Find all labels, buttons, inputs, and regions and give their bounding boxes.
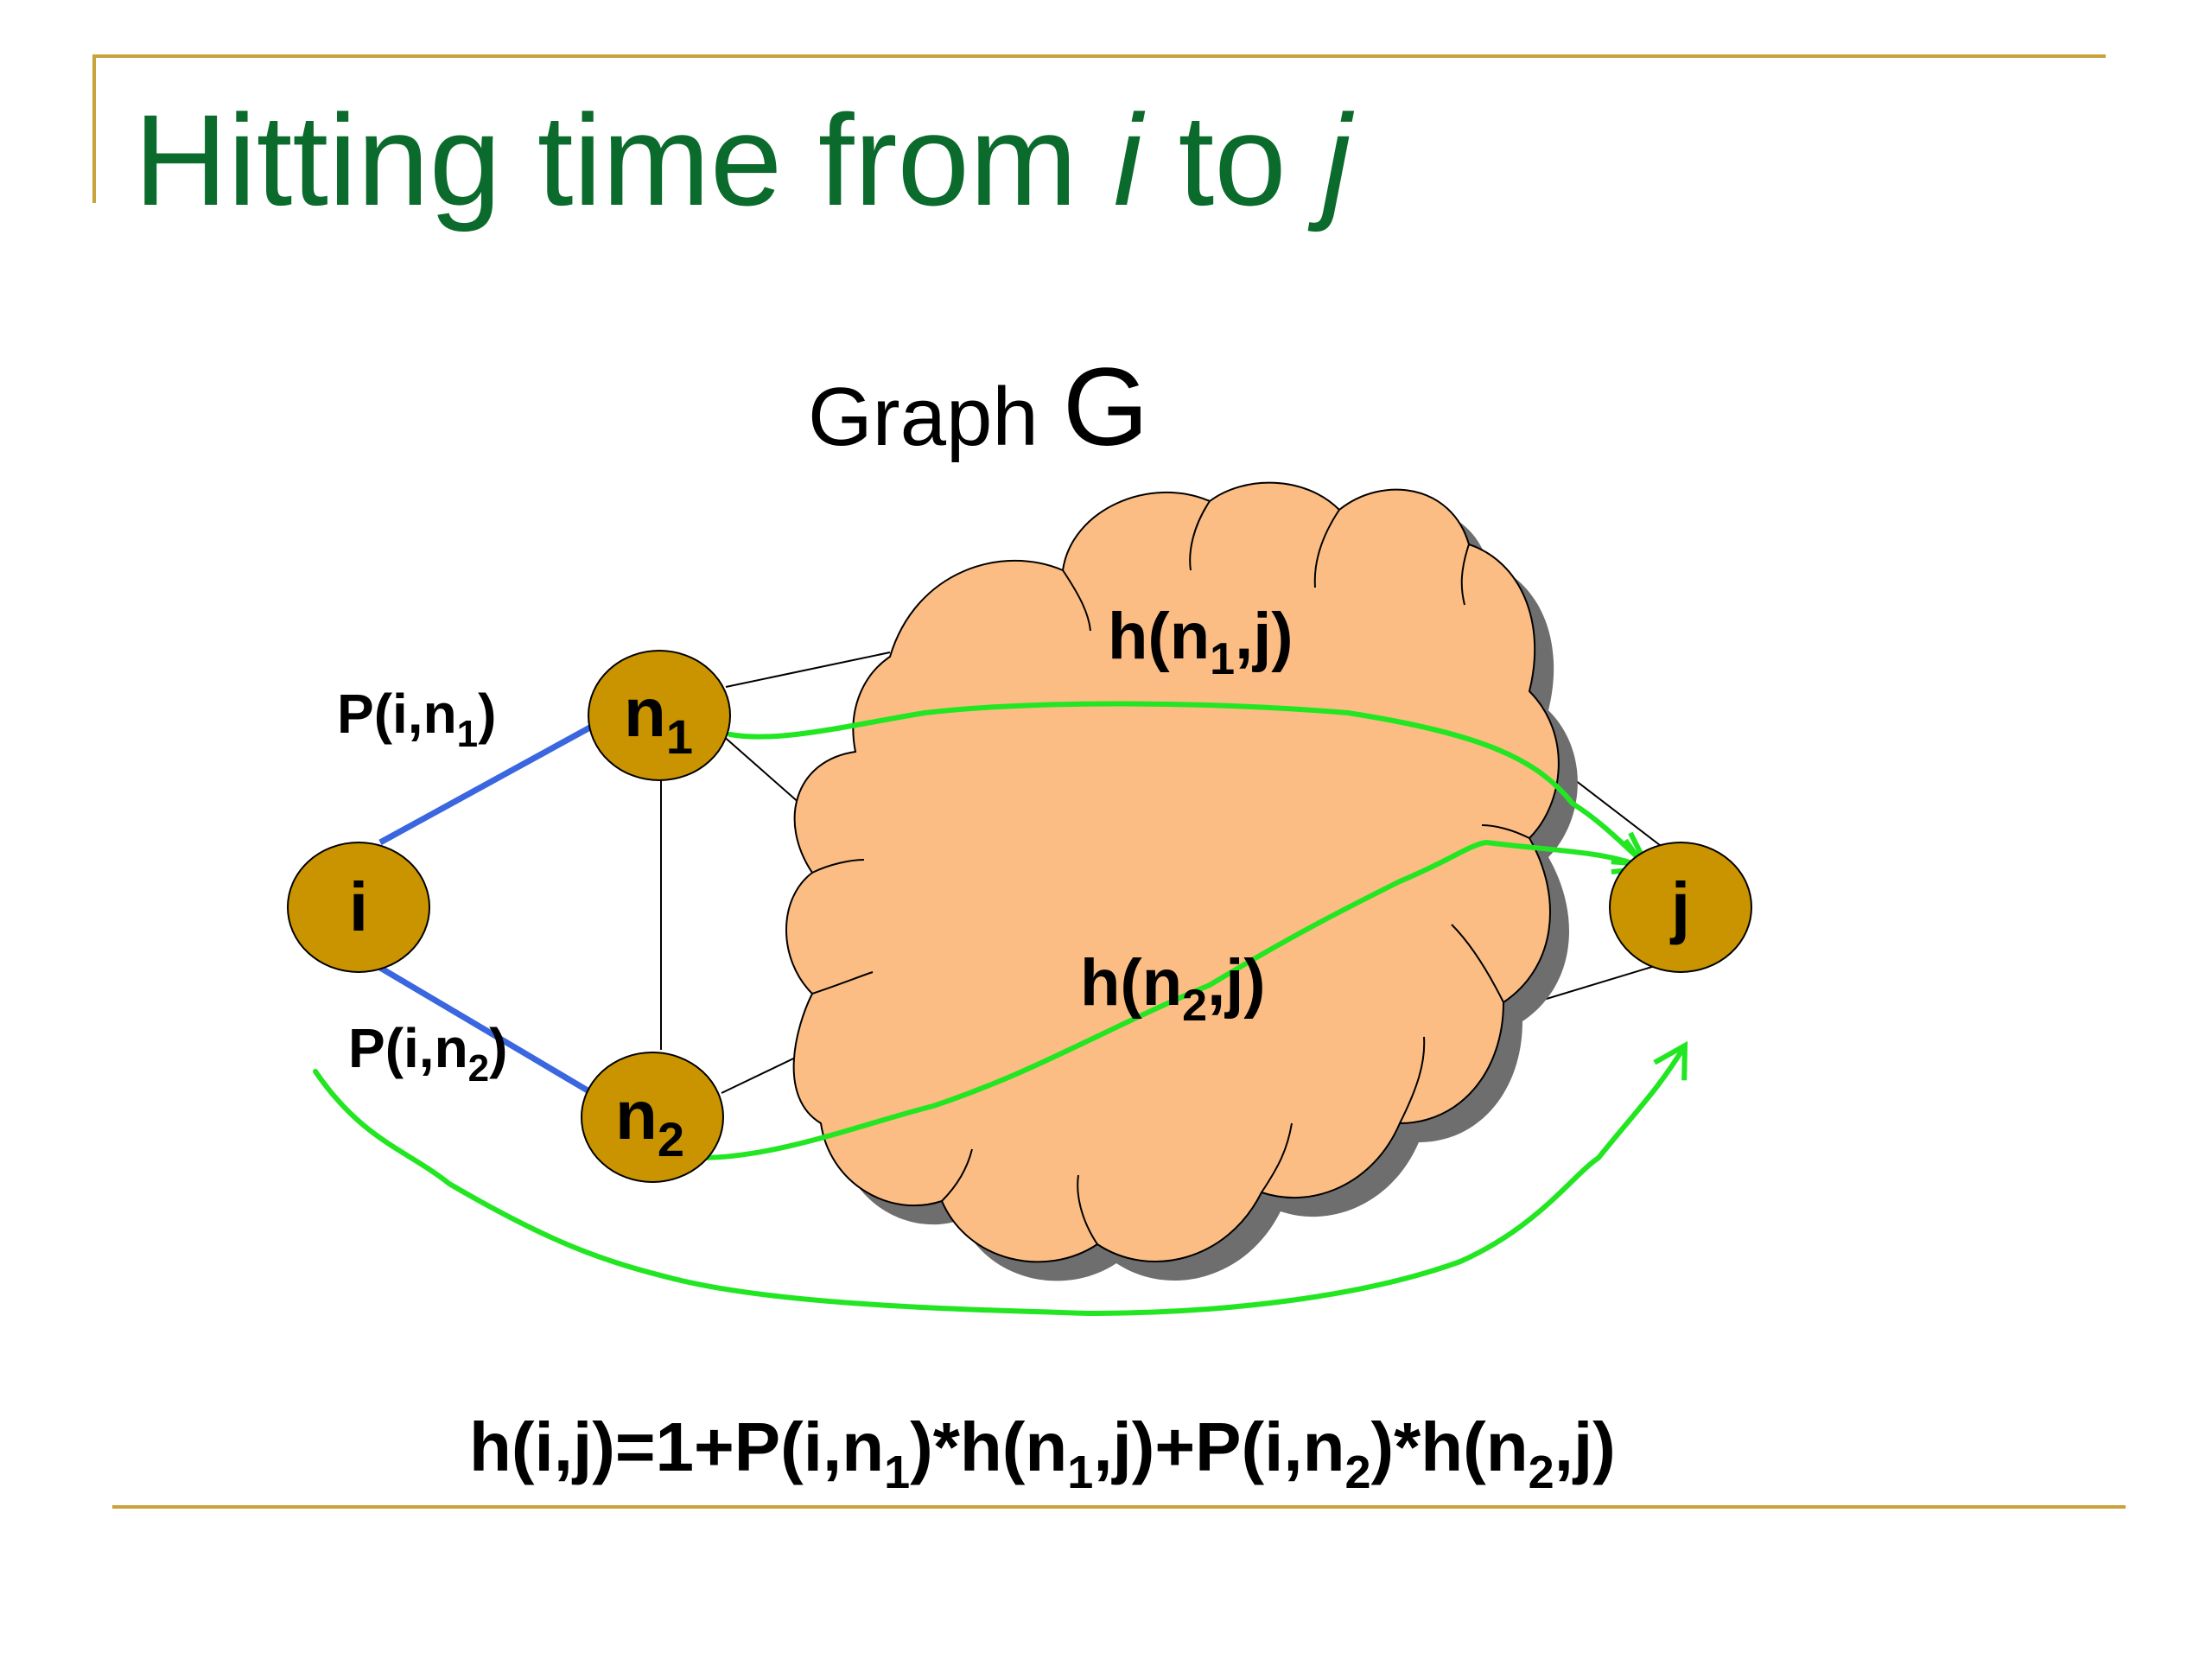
- path-i-j-direct: [313, 1040, 1688, 1317]
- label-h-n1-j: h(n1,j): [1108, 600, 1294, 684]
- edge-blue-group: [378, 721, 598, 1094]
- label-p-i-n2: P(i,n2): [348, 1017, 507, 1090]
- edge-i-n1: [378, 721, 598, 846]
- edge-n1-cloud-top: [725, 652, 891, 688]
- node-n2-label: n2: [615, 1077, 684, 1166]
- cloud-bump-lines: [811, 500, 1530, 1245]
- label-h-n2-j: h(n2,j): [1080, 946, 1266, 1031]
- title-var-i: i: [1113, 87, 1142, 232]
- graph-cloud: [785, 481, 1560, 1263]
- path-n1-j: [728, 701, 1651, 868]
- node-j-label: j: [1669, 868, 1690, 945]
- edge-i-n2: [378, 964, 589, 1094]
- node-n2: n2: [581, 1052, 724, 1183]
- node-j: j: [1609, 842, 1752, 973]
- title-mid: to: [1141, 87, 1323, 232]
- slide-title: Hitting time from i to j: [134, 82, 1351, 238]
- node-n1-label: n1: [624, 674, 693, 764]
- node-i: i: [287, 842, 430, 973]
- green-paths: [313, 701, 1688, 1317]
- title-prefix: Hitting time from: [134, 87, 1114, 232]
- label-p-i-n1: P(i,n1): [337, 683, 496, 755]
- path-n2-j: [697, 838, 1651, 1160]
- bottom-accent-rule: [112, 1505, 2126, 1509]
- title-var-j: j: [1322, 87, 1351, 232]
- node-i-label: i: [349, 868, 368, 945]
- formula: h(i,j)=1+P(i,n1)*h(n1,j)+P(i,n2)*h(n2,j): [469, 1408, 1616, 1498]
- title-accent-rule: [92, 54, 2106, 58]
- title-accent-rule-left: [92, 54, 96, 203]
- node-n1: n1: [588, 650, 731, 781]
